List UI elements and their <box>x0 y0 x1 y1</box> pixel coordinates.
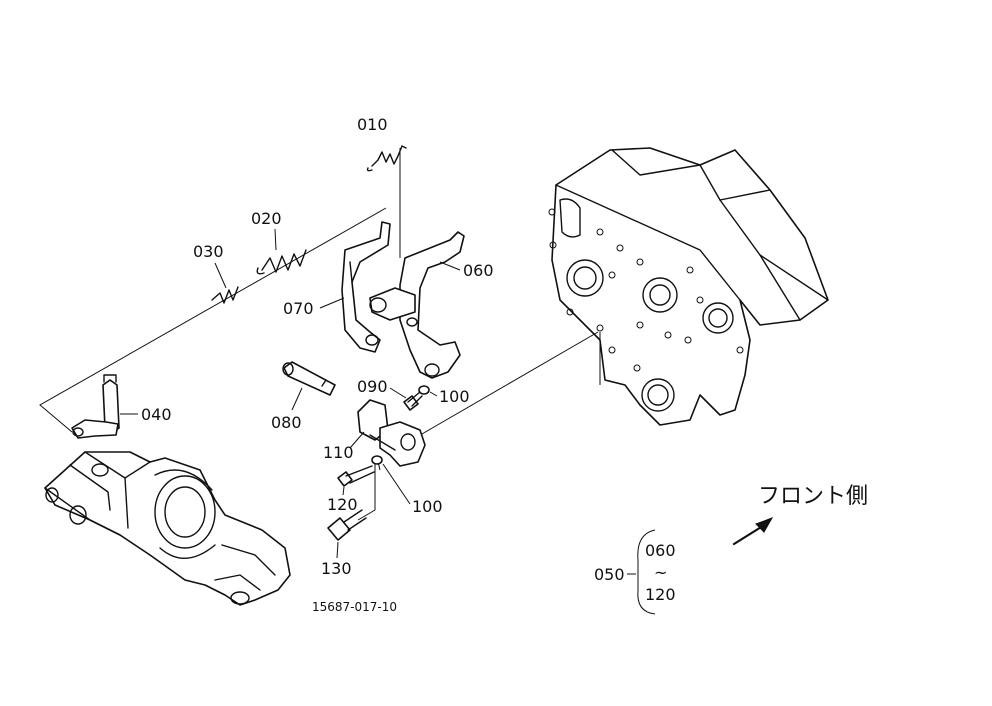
spring-010 <box>366 145 407 172</box>
direction-note: フロント側 <box>732 484 868 546</box>
block-110 <box>357 399 426 467</box>
label-060: 060 <box>463 261 494 280</box>
label-070: 070 <box>283 299 314 318</box>
bolt-090 <box>403 391 423 411</box>
label-030: 030 <box>193 242 224 261</box>
pin-080 <box>282 361 336 396</box>
label-080: 080 <box>271 413 302 432</box>
assembly-parent-label: 050 <box>594 565 625 584</box>
label-040: 040 <box>141 405 172 424</box>
leader-lines <box>39 148 601 521</box>
engine-block <box>548 147 829 426</box>
assembly-range-sep: ~ <box>654 563 667 582</box>
washer-100-lower <box>371 455 383 465</box>
arrow-icon <box>755 517 774 533</box>
assembly-range-start: 060 <box>645 541 676 560</box>
spring-030 <box>211 286 239 304</box>
bolt-120 <box>337 465 375 487</box>
callouts: 010 020 030 040 060 070 080 090 100 110 … <box>120 115 494 578</box>
label-110: 110 <box>323 443 354 462</box>
label-100-lower: 100 <box>412 497 443 516</box>
label-090: 090 <box>357 377 388 396</box>
label-010: 010 <box>357 115 388 134</box>
drawing-number: 15687-017-10 <box>312 600 397 614</box>
label-130: 130 <box>321 559 352 578</box>
front-side-label: フロント側 <box>758 484 868 509</box>
lever-060 <box>369 231 465 379</box>
label-100-upper: 100 <box>439 387 470 406</box>
shaft-040 <box>71 374 120 439</box>
label-120: 120 <box>327 495 358 514</box>
bolt-130 <box>327 509 367 541</box>
gear-housing <box>44 451 291 606</box>
assembly-note: 050 060 ~ 120 <box>594 529 676 615</box>
spring-020 <box>256 249 307 275</box>
lever-070 <box>341 221 391 353</box>
label-020: 020 <box>251 209 282 228</box>
washer-100-upper <box>418 385 430 395</box>
assembly-range-end: 120 <box>645 585 676 604</box>
